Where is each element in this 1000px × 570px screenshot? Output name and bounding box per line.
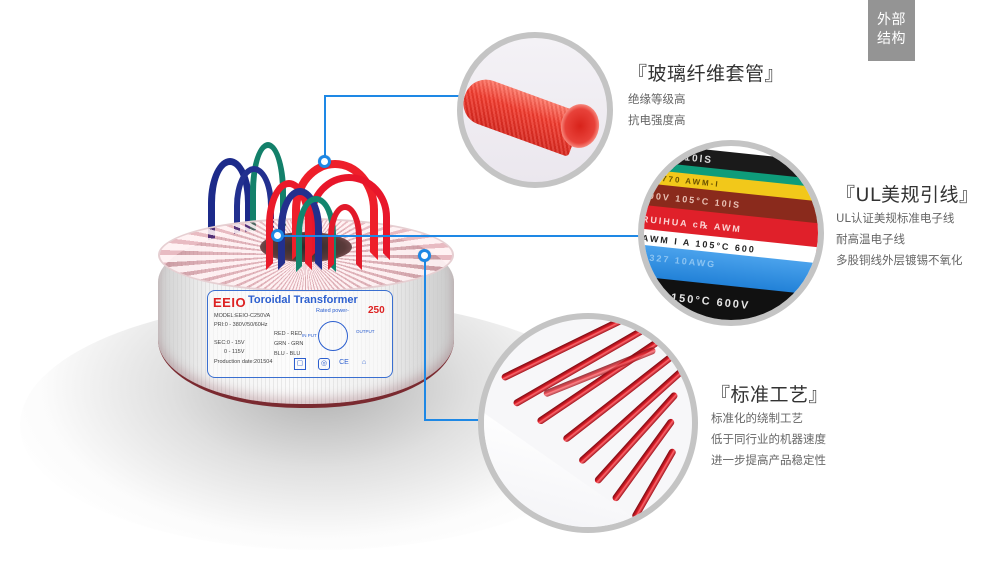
winding-strand [630,447,678,521]
hotspot-winding[interactable] [418,249,431,262]
feature-line: 进一步提高产品稳定性 [711,453,826,467]
label-wire-blue: BLU - BLU [274,351,301,357]
label-title: Toroidal Transformer [248,294,358,306]
connector-line-sleeve-horizontal [324,95,462,97]
feature-title: 『玻璃纤维套管』 [628,63,785,85]
feature-line: 标准化的绕制工艺 [711,411,803,425]
winding-diagram-icon [318,321,348,351]
label-sec-2: 0 - 115V [224,349,245,355]
connector-line-winding-vertical [424,256,426,420]
label-input: IN PUT [302,333,317,338]
feature-fiberglass-sleeve: 『玻璃纤维套管』 绝缘等级高 抗电强度高 [628,62,784,131]
feature-ul-lead-wire: 『UL美规引线』 UL认证美规标准电子线 耐高温电子线 多股铜线外层镀锡不氧化 [836,183,979,271]
detail-image-fiberglass-sleeve [457,32,613,188]
feature-line: 绝缘等级高 [628,92,686,106]
label-pri: PRI:0 - 380V/50/60Hz [214,322,268,328]
label-model: MODEL:EEIO-C250VA [214,313,271,319]
section-tag-line-2: 结构 [877,31,906,47]
feature-line: UL认证美规标准电子线 [836,211,955,225]
double-insulation-icon: ▢ [294,358,306,370]
label-output: OUTPUT [356,329,375,334]
connector-line-cable [280,235,642,237]
label-production-date: Production date:201504 [214,359,273,365]
section-tag: 外部 结构 [868,0,915,61]
product-label: EEIO Toroidal Transformer Rated power- 2… [207,290,393,378]
house-icon: ⌂ [361,359,367,366]
label-brand: EEIO [213,295,247,310]
hotspot-cable[interactable] [271,229,284,242]
connector-line-winding-horizontal [424,419,482,421]
wire-red-small [328,204,362,270]
detail-image-winding [478,313,698,533]
feature-line: 抗电强度高 [628,113,686,127]
feature-line: 低于同行业的机器速度 [711,432,826,446]
ce-mark-icon: CE [339,359,349,366]
feature-title: 『UL美规引线』 [836,184,979,206]
label-sec-1: SEC:0 - 15V [214,340,245,346]
feature-line: 耐高温电子线 [836,232,905,246]
label-rated-power: Rated power- [316,308,350,314]
label-power-value: 250 [368,305,385,316]
feature-standard-process: 『标准工艺』 标准化的绕制工艺 低于同行业的机器速度 进一步提高产品稳定性 [711,383,828,471]
label-wire-red: RED - RED [274,331,303,337]
certification-icon: ◎ [318,358,330,370]
feature-title: 『标准工艺』 [711,384,829,406]
section-tag-line-1: 外部 [877,12,906,28]
label-wire-green: GRN - GRN [274,341,304,347]
connector-line-sleeve-vertical [324,95,326,161]
detail-image-ul-cables: 105°C 10lS E30770 AWM-I 600V 105°C 10lS … [638,140,824,326]
hotspot-sleeve[interactable] [318,155,331,168]
feature-line: 多股铜线外层镀锡不氧化 [836,253,963,267]
transformer-image: EEIO Toroidal Transformer Rated power- 2… [150,140,460,420]
